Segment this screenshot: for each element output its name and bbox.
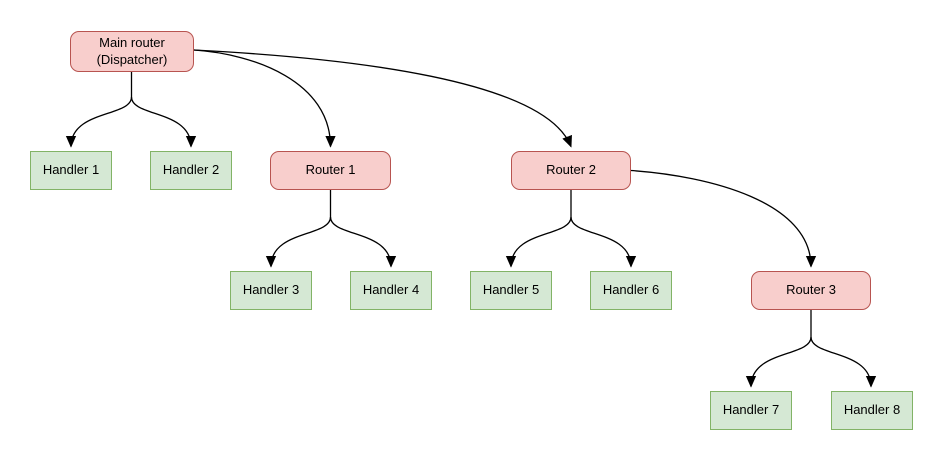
node-handler-4: Handler 4 bbox=[350, 271, 432, 310]
node-router-1-label: Router 1 bbox=[305, 162, 356, 178]
node-handler-7: Handler 7 bbox=[710, 391, 792, 430]
edge-router-3-to-handler-8 bbox=[810, 336, 877, 388]
node-handler-8-label: Handler 8 bbox=[843, 402, 901, 418]
edge-router-2-to-handler-6 bbox=[570, 216, 637, 268]
node-router-2: Router 2 bbox=[511, 151, 631, 190]
node-router-3-label: Router 3 bbox=[786, 282, 836, 298]
edge-router-1-to-handler-4 bbox=[329, 216, 397, 268]
edge-main-router-to-router-1 bbox=[193, 49, 336, 148]
node-handler-7-label: Handler 7 bbox=[722, 402, 780, 418]
edge-router-2-to-router-3 bbox=[630, 169, 817, 268]
node-handler-2-label: Handler 2 bbox=[162, 162, 220, 178]
edge-main-router-to-handler-2 bbox=[130, 96, 197, 148]
edge-router-2-to-handler-5 bbox=[505, 216, 572, 268]
node-handler-3: Handler 3 bbox=[230, 271, 312, 310]
node-router-1: Router 1 bbox=[270, 151, 391, 190]
node-router-3: Router 3 bbox=[751, 271, 871, 310]
node-handler-3-label: Handler 3 bbox=[242, 282, 300, 298]
edge-router-3-to-handler-7 bbox=[745, 336, 812, 388]
node-handler-1-label: Handler 1 bbox=[42, 162, 100, 178]
node-handler-5: Handler 5 bbox=[470, 271, 552, 310]
node-handler-8: Handler 8 bbox=[831, 391, 913, 430]
node-handler-5-label: Handler 5 bbox=[482, 282, 540, 298]
node-main-router: Main router (Dispatcher) bbox=[70, 31, 194, 72]
node-handler-4-label: Handler 4 bbox=[362, 282, 420, 298]
node-main-router-label: Main router (Dispatcher) bbox=[96, 35, 168, 67]
node-router-2-label: Router 2 bbox=[546, 162, 596, 178]
node-handler-6-label: Handler 6 bbox=[602, 282, 660, 298]
edge-main-router-to-router-2 bbox=[193, 49, 572, 148]
node-handler-6: Handler 6 bbox=[590, 271, 672, 310]
node-handler-1: Handler 1 bbox=[30, 151, 112, 190]
edge-router-1-to-handler-3 bbox=[265, 216, 332, 268]
node-handler-2: Handler 2 bbox=[150, 151, 232, 190]
edge-main-router-to-handler-1 bbox=[65, 96, 133, 148]
